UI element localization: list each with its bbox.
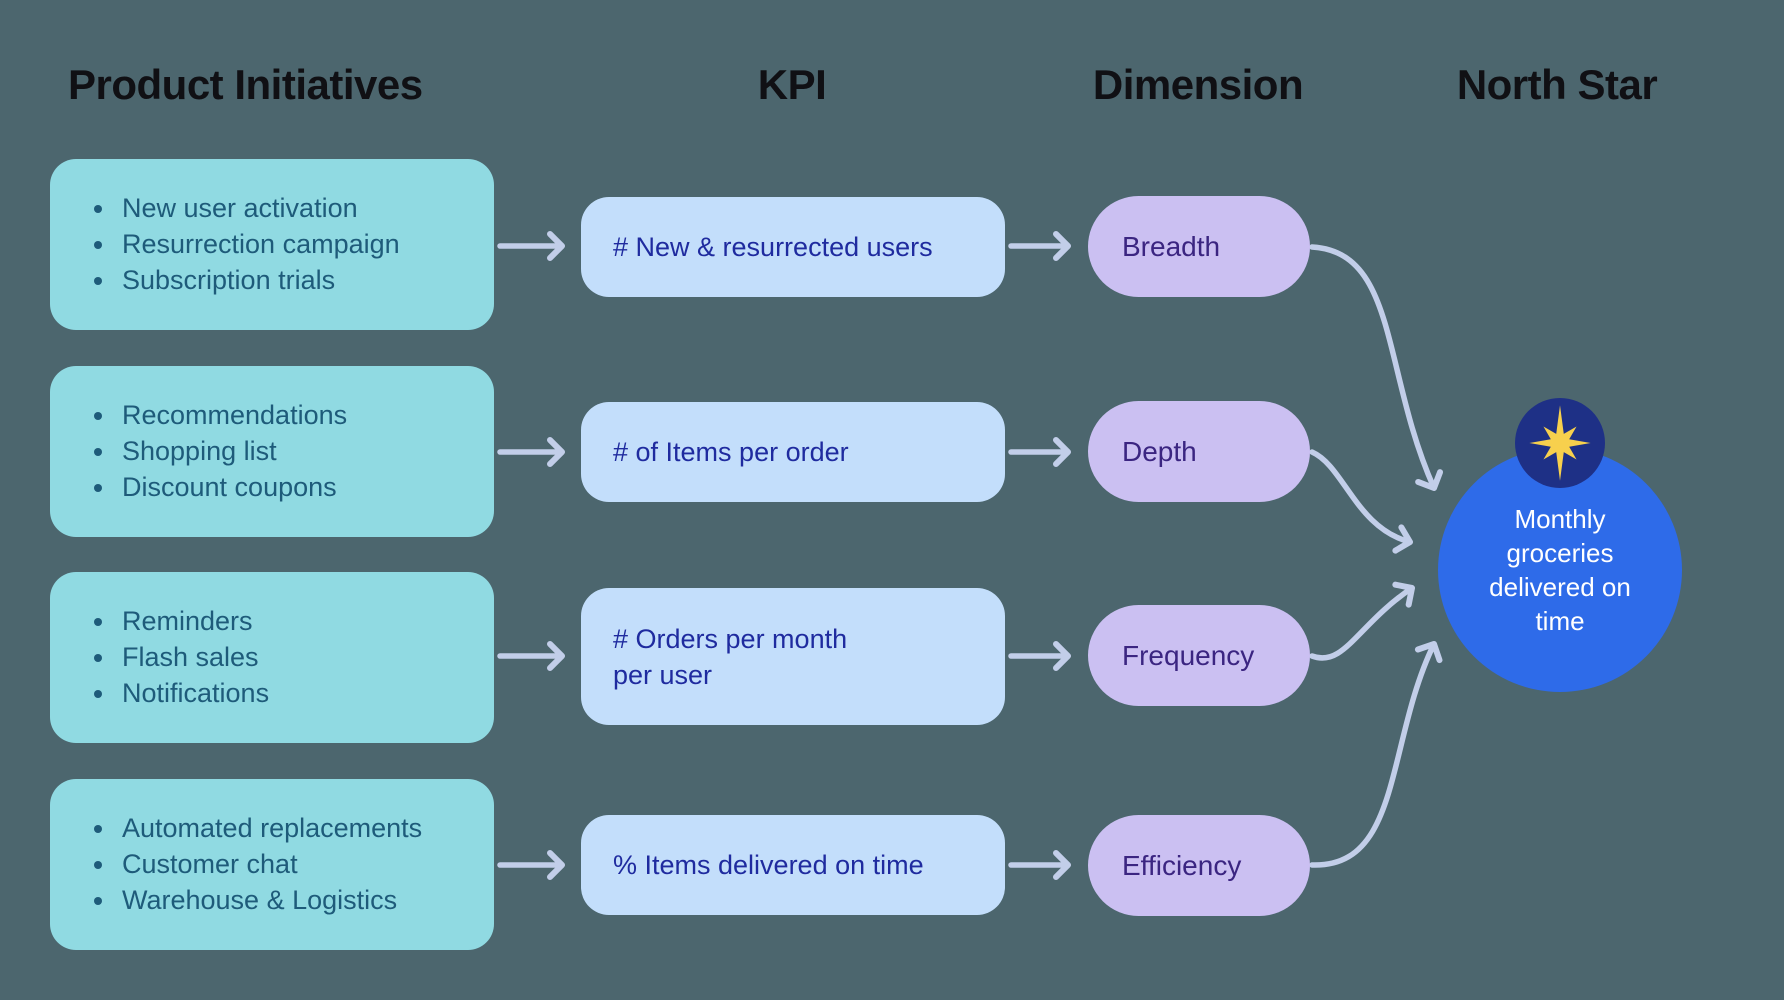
list-item: Warehouse & Logistics: [94, 883, 494, 919]
column-header-kpi: KPI: [757, 61, 827, 108]
initiative-label: Notifications: [122, 678, 270, 708]
bullet-dot: [94, 860, 102, 869]
initiative-label: Shopping list: [122, 436, 277, 466]
north-star-node: Monthly groceries delivered on time: [1438, 448, 1682, 692]
list-item: Subscription trials: [94, 263, 494, 299]
list-item: Flash sales: [94, 640, 494, 676]
list-item: Discount coupons: [94, 470, 494, 506]
north-star-icon: [1515, 398, 1605, 488]
kpi-box-1: # New & resurrected users: [581, 197, 1005, 297]
column-header-north-star: North Star: [1456, 61, 1658, 108]
list-item: Customer chat: [94, 847, 494, 883]
dimension-label: Frequency: [1122, 639, 1255, 671]
dimension-label: Breadth: [1122, 230, 1221, 262]
dimension-label: Efficiency: [1122, 849, 1242, 881]
arrow-dim-ns-1: [1309, 244, 1444, 491]
kpi-label: # New & resurrected users: [613, 232, 933, 262]
initiative-label: New user activation: [122, 193, 358, 223]
initiative-label: Discount coupons: [122, 472, 337, 502]
dimension-pill-depth: Depth: [1088, 401, 1310, 502]
bullet-dot: [94, 617, 102, 626]
dimension-pill-frequency: Frequency: [1088, 605, 1310, 706]
bullet-dot: [94, 483, 102, 492]
dimension-label: Depth: [1122, 435, 1197, 467]
column-header-dimension: Dimension: [1092, 61, 1304, 108]
arrow-dim-ns-2: [1309, 449, 1413, 554]
list-item: Reminders: [94, 604, 494, 640]
arrow-dim-ns-3: [1309, 581, 1415, 661]
kpi-box-2: # of Items per order: [581, 402, 1005, 502]
initiatives-box-3: Reminders Flash sales Notifications: [50, 572, 494, 743]
initiatives-box-2: Recommendations Shopping list Discount c…: [50, 366, 494, 537]
kpi-box-4: % Items delivered on time: [581, 815, 1005, 915]
bullet-dot: [94, 204, 102, 213]
initiative-label: Subscription trials: [122, 265, 336, 295]
kpi-label: % Items delivered on time: [613, 850, 924, 880]
initiative-label: Recommendations: [122, 400, 348, 430]
list-item: Notifications: [94, 676, 494, 712]
initiative-label: Reminders: [122, 606, 253, 636]
list-item: Resurrection campaign: [94, 227, 494, 263]
column-header-product-initiatives: Product Initiatives: [68, 61, 423, 108]
bullet-dot: [94, 447, 102, 456]
list-item: New user activation: [94, 191, 494, 227]
bullet-dot: [94, 411, 102, 420]
initiative-label: Warehouse & Logistics: [122, 885, 398, 915]
dimension-pill-breadth: Breadth: [1088, 196, 1310, 297]
bullet-dot: [94, 689, 102, 698]
initiatives-box-1: New user activation Resurrection campaig…: [50, 159, 494, 330]
initiative-label: Customer chat: [122, 849, 298, 879]
list-item: Recommendations: [94, 398, 494, 434]
initiatives-box-4: Automated replacements Customer chat War…: [50, 779, 494, 950]
list-item: Shopping list: [94, 434, 494, 470]
initiative-label: Resurrection campaign: [122, 229, 400, 259]
bullet-dot: [94, 824, 102, 833]
north-star-label: Monthly groceries delivered on time: [1489, 504, 1631, 636]
kpi-box-3: # Orders per month per user: [581, 588, 1005, 725]
arrow-dim-ns-4: [1309, 641, 1443, 868]
bullet-dot: [94, 240, 102, 249]
initiative-label: Automated replacements: [122, 813, 423, 843]
initiative-label: Flash sales: [122, 642, 259, 672]
kpi-label: # Orders per month per user: [613, 623, 848, 690]
kpi-label: # of Items per order: [613, 437, 849, 467]
bullet-dot: [94, 276, 102, 285]
bullet-dot: [94, 653, 102, 662]
dimension-pill-efficiency: Efficiency: [1088, 815, 1310, 916]
arrow-group: [497, 231, 1444, 880]
bullet-dot: [94, 896, 102, 905]
list-item: Automated replacements: [94, 811, 494, 847]
